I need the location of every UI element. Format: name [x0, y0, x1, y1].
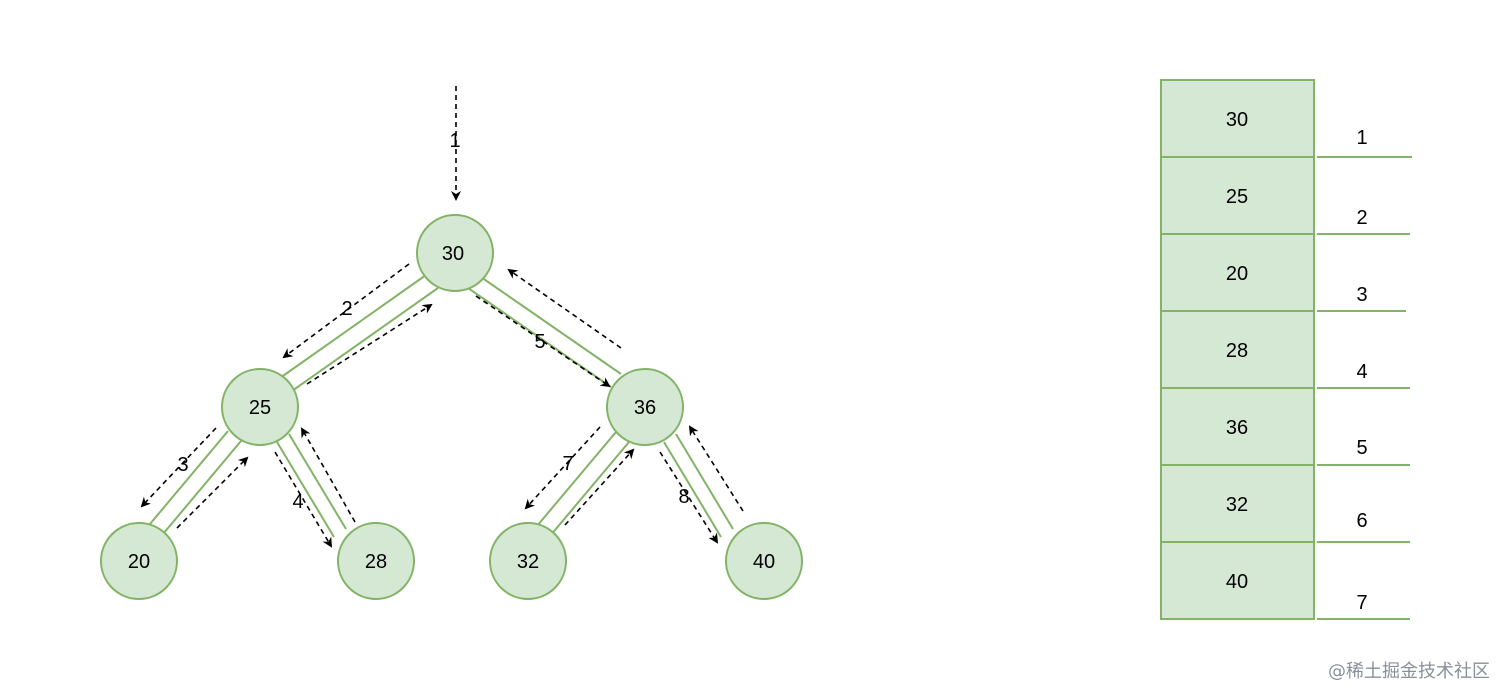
tree-edge-25-20-a	[149, 430, 229, 525]
array-cell-label: 36	[1226, 417, 1248, 439]
node-label: 36	[634, 397, 656, 419]
array-cell: 20	[1160, 233, 1315, 312]
index-label: 3	[1356, 284, 1367, 306]
array-cell: 40	[1160, 541, 1315, 620]
arrow-return-28-25	[301, 427, 356, 523]
node-circle	[489, 522, 567, 600]
tree-nodes: 30 25 36 20 28 32 40	[100, 214, 803, 600]
step-label: 3	[177, 454, 188, 476]
step-label: 8	[678, 486, 689, 508]
arrow-return-20-25	[176, 456, 249, 529]
arrow-return-40-36	[688, 425, 744, 512]
tree-node-36: 36	[606, 368, 684, 446]
tree-edge-36-40-b	[663, 441, 722, 538]
tree-edge-25-28-a	[288, 433, 347, 530]
array-cell-label: 28	[1226, 340, 1248, 362]
index-label: 2	[1356, 207, 1367, 229]
array-cell-label: 30	[1226, 109, 1248, 131]
node-circle	[221, 368, 299, 446]
array-cell: 30	[1160, 79, 1315, 158]
tree-edge-30-36-a	[477, 274, 622, 375]
index-label: 7	[1356, 592, 1367, 614]
tree-node-30: 30	[416, 214, 494, 292]
array-table: 30 25 20 28 36 32 40	[1160, 79, 1315, 620]
step-label: 5	[534, 331, 545, 353]
index-label: 6	[1356, 510, 1367, 532]
arrow-step-2	[282, 263, 410, 359]
tree-edge-25-28-b	[276, 441, 335, 538]
tree-edge-30-25-b	[291, 287, 439, 392]
step-labels: 1 2 3 4 5 7 8	[177, 130, 689, 513]
array-cell: 25	[1160, 156, 1315, 235]
tree-node-40: 40	[725, 522, 803, 600]
tree-node-32: 32	[489, 522, 567, 600]
node-label: 20	[128, 551, 150, 573]
node-label: 30	[442, 243, 464, 265]
node-circle	[416, 214, 494, 292]
array-cell: 28	[1160, 310, 1315, 389]
array-cell-label: 25	[1226, 186, 1248, 208]
index-label: 5	[1356, 437, 1367, 459]
watermark-text: @稀土掘金技术社区	[1328, 661, 1490, 682]
array-cell-label: 20	[1226, 263, 1248, 285]
tree-edge-25-20-b	[162, 440, 242, 535]
step-label: 2	[341, 298, 352, 320]
step-label: 4	[292, 491, 303, 513]
tree-edge-36-40-a	[675, 433, 734, 530]
array-cell: 36	[1160, 387, 1315, 466]
step-label: 7	[562, 453, 573, 475]
node-circle	[337, 522, 415, 600]
node-label: 28	[365, 551, 387, 573]
array-indices: 1 2 3 4 5 6 7	[1317, 127, 1412, 620]
step-label: 1	[449, 130, 460, 152]
node-circle	[100, 522, 178, 600]
arrow-step-4	[274, 451, 333, 548]
traversal-arrows	[140, 86, 744, 548]
node-label: 25	[249, 397, 271, 419]
tree-edge-30-36-b	[467, 287, 612, 388]
tree-edge-30-25-a	[279, 274, 427, 379]
node-circle	[725, 522, 803, 600]
tree-edge-36-32-a	[536, 431, 617, 527]
node-label: 32	[517, 551, 539, 573]
arrow-return-25-30	[306, 303, 433, 385]
array-cell: 32	[1160, 464, 1315, 543]
tree-node-28: 28	[337, 522, 415, 600]
array-cell-label: 40	[1226, 571, 1248, 593]
tree-edges	[149, 274, 734, 538]
arrow-return-32-36	[564, 448, 635, 526]
node-circle	[606, 368, 684, 446]
node-label: 40	[753, 551, 775, 573]
tree-edge-36-32-b	[549, 441, 630, 537]
tree-node-25: 25	[221, 368, 299, 446]
index-label: 1	[1356, 127, 1367, 149]
arrow-return-36-30	[507, 268, 622, 349]
tree-node-20: 20	[100, 522, 178, 600]
arrow-step-7	[524, 426, 601, 510]
index-label: 4	[1356, 361, 1367, 383]
array-cell-label: 32	[1226, 494, 1248, 516]
